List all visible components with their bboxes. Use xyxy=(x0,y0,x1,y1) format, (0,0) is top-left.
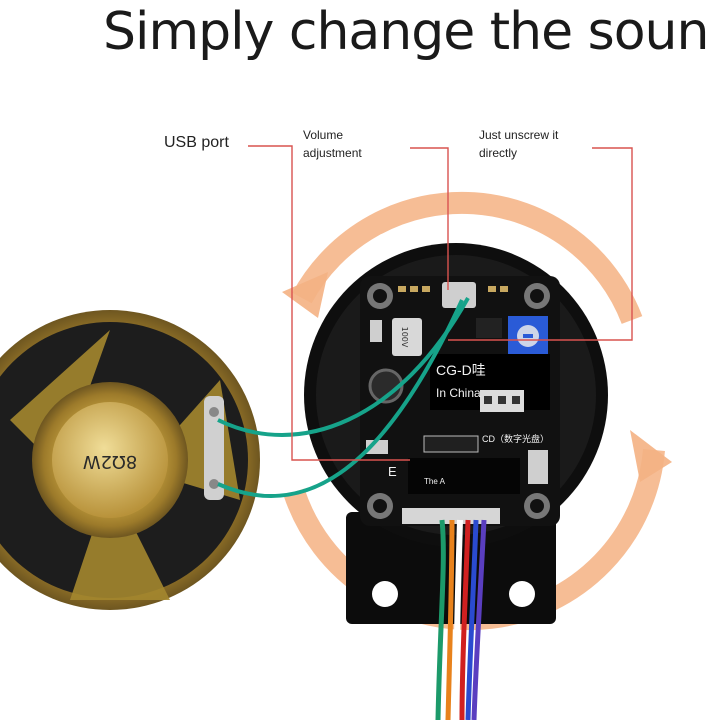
pcb-sub-label: The A xyxy=(424,477,445,486)
pcb-board xyxy=(360,276,560,526)
callout-volume-line1: Volume xyxy=(303,128,344,142)
callout-usb-port: USB port xyxy=(164,134,229,151)
capacitor-marking: 100V xyxy=(400,327,409,348)
callout-unscrew-line1: Just unscrew it xyxy=(479,128,559,142)
callout-volume-line2: adjustment xyxy=(303,146,362,160)
pcb-marker-label: E xyxy=(388,464,397,479)
pcb-model-label: CG-D哇 xyxy=(436,362,486,378)
cable-bundle xyxy=(435,519,487,720)
rotation-arrow-top xyxy=(282,191,643,324)
callout-unscrew: Just unscrew it directly xyxy=(479,126,558,162)
speaker: 8Ω2W xyxy=(0,310,260,610)
callout-unscrew-line2: directly xyxy=(479,146,518,160)
callout-volume: Volume adjustment xyxy=(303,126,362,162)
speaker-wires xyxy=(217,297,470,498)
pcb-cd-label: CD（数字光盘） xyxy=(482,434,549,444)
speaker-marking: 8Ω2W xyxy=(83,451,138,472)
pcb-origin-label: In China xyxy=(436,386,481,400)
capacitor xyxy=(392,318,422,356)
callout-lines xyxy=(248,145,633,461)
headline: Simply change the soun xyxy=(103,2,709,62)
